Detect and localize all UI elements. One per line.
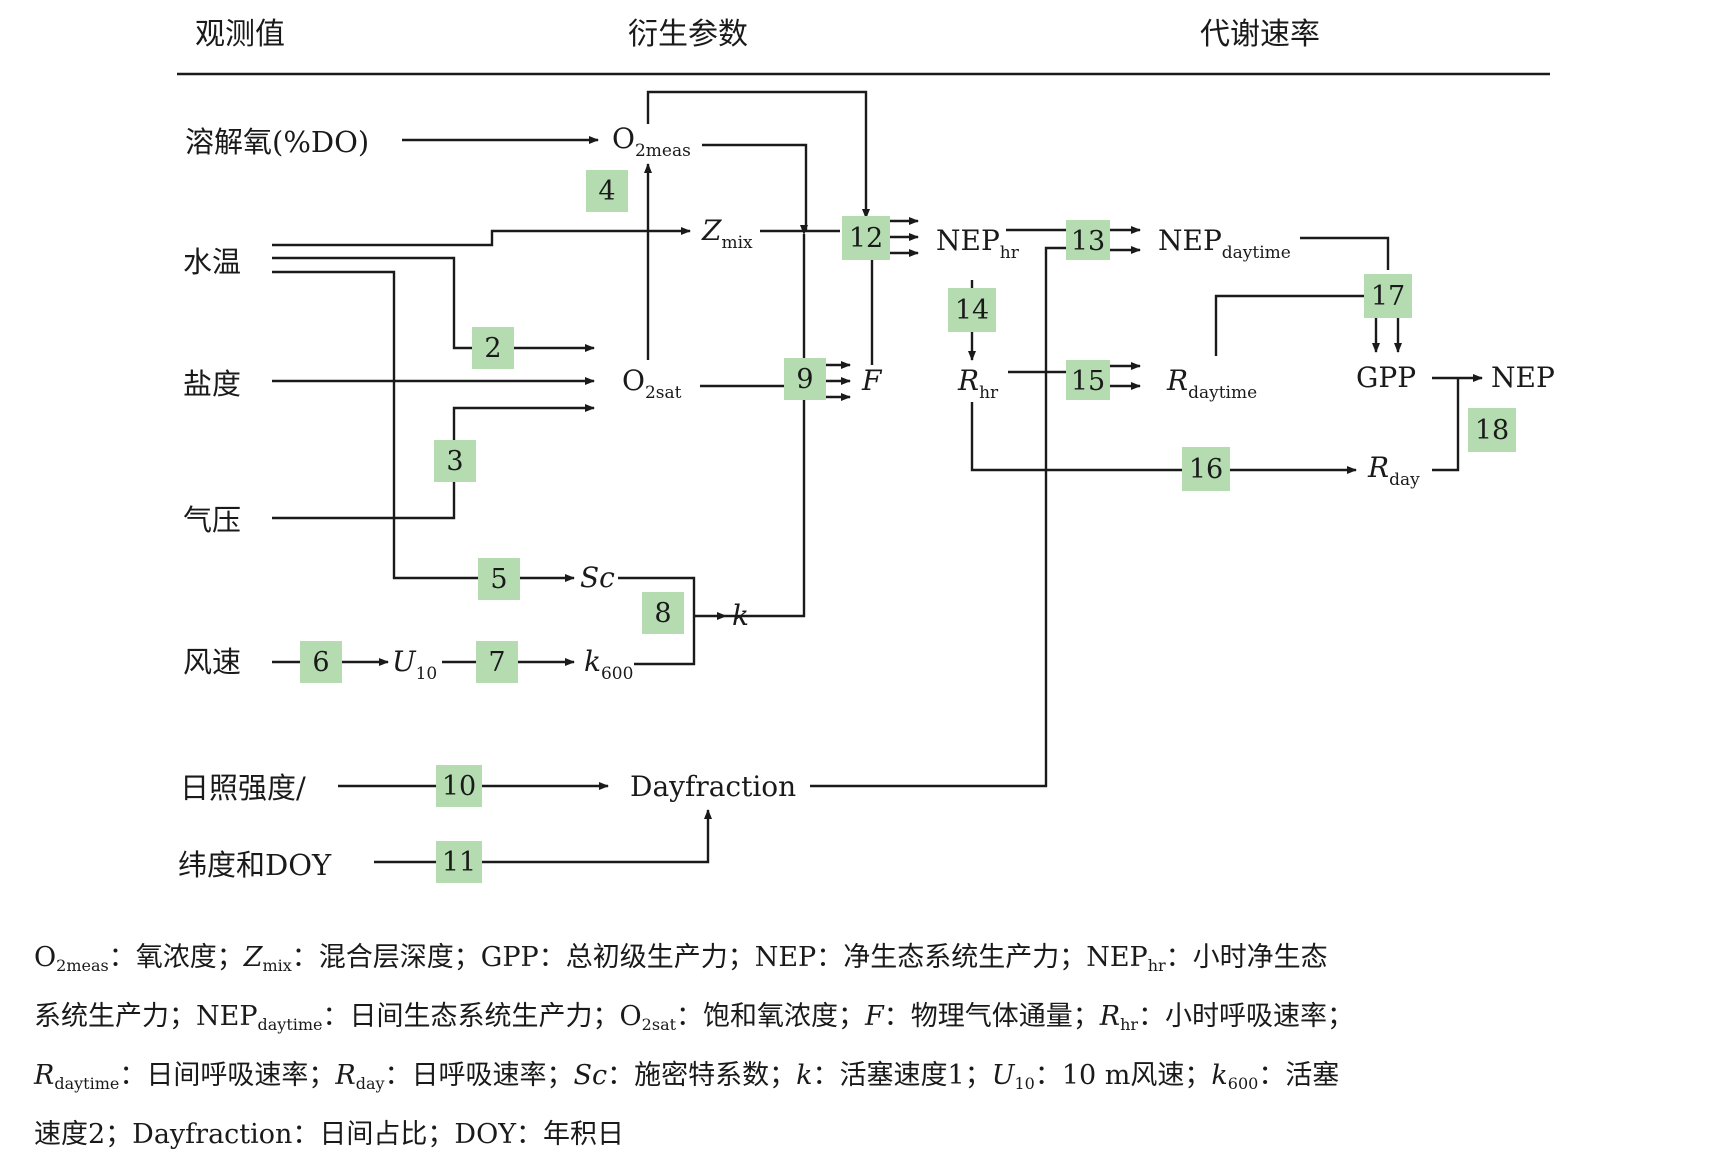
svg-text:4: 4 <box>598 176 615 207</box>
svg-text:17: 17 <box>1371 281 1405 312</box>
step-box-16: 16 <box>1182 447 1230 491</box>
step-box-8: 8 <box>642 592 684 634</box>
step-box-9: 9 <box>784 358 826 400</box>
var-gpp: GPP <box>1356 361 1416 394</box>
svg-text:13: 13 <box>1071 226 1105 257</box>
var-o2meas: O2meas <box>612 122 691 161</box>
var-k600: k600 <box>584 645 633 684</box>
step-box-14: 14 <box>948 288 996 332</box>
svg-text:10: 10 <box>442 771 476 802</box>
svg-text:14: 14 <box>955 295 989 326</box>
label-latitude-doy: 纬度和DOY <box>178 848 332 882</box>
step-box-15: 15 <box>1066 360 1110 400</box>
step-box-3: 3 <box>434 440 476 482</box>
label-salinity: 盐度 <box>183 367 241 401</box>
var-r-daytime: Rdaytime <box>1166 364 1257 403</box>
figure-caption: O2meas：氧浓度；Zmix：混合层深度；GPP：总初级生产力；NEP：净生态… <box>34 928 1686 1164</box>
label-dissolved-oxygen: 溶解氧(%DO) <box>185 125 369 159</box>
step-box-10: 10 <box>436 765 482 807</box>
svg-text:15: 15 <box>1071 366 1105 397</box>
step-box-18: 18 <box>1468 408 1516 452</box>
caption-line-3: Rdaytime：日间呼吸速率；Rday：日呼吸速率；Sc：施密特系数；k：活塞… <box>34 1060 1340 1093</box>
var-nep-daytime: NEPdaytime <box>1158 224 1291 263</box>
svg-text:12: 12 <box>849 223 883 254</box>
label-light-intensity: 日照强度/ <box>180 771 306 805</box>
connector-lines <box>272 90 1483 864</box>
header-observed: 观测值 <box>195 17 285 52</box>
metabolism-flow-diagram: 观测值 衍生参数 代谢速率 溶解氧(%DO) 水温 盐度 气压 风速 日照强度/… <box>177 17 1555 883</box>
svg-text:6: 6 <box>312 647 329 678</box>
caption-line-4: 速度2；Dayfraction：日间占比；DOY：年积日 <box>34 1119 625 1150</box>
step-box-5: 5 <box>478 558 520 600</box>
var-zmix: Zmix <box>701 214 753 253</box>
var-r-hr: Rhr <box>957 364 999 403</box>
caption-line-1: O2meas：氧浓度；Zmix：混合层深度；GPP：总初级生产力；NEP：净生态… <box>34 942 1328 975</box>
var-u10: U10 <box>392 645 437 684</box>
svg-text:9: 9 <box>796 364 813 395</box>
header-rates: 代谢速率 <box>1200 17 1320 52</box>
var-nep: NEP <box>1491 361 1555 394</box>
svg-text:18: 18 <box>1475 415 1509 446</box>
svg-text:5: 5 <box>490 564 507 595</box>
var-dayfraction: Dayfraction <box>630 770 796 803</box>
label-air-pressure: 气压 <box>183 503 241 537</box>
svg-text:16: 16 <box>1189 454 1223 485</box>
var-o2sat: O2sat <box>622 364 682 403</box>
step-box-17: 17 <box>1364 274 1412 318</box>
step-box-7: 7 <box>476 641 518 683</box>
step-box-6: 6 <box>300 641 342 683</box>
label-wind-speed: 风速 <box>183 645 241 679</box>
var-flux-f: F <box>861 364 883 397</box>
svg-text:2: 2 <box>484 333 501 364</box>
svg-text:7: 7 <box>488 647 505 678</box>
var-r-day: Rday <box>1367 451 1420 490</box>
step-box-11: 11 <box>436 841 482 883</box>
step-box-4: 4 <box>586 170 628 212</box>
label-water-temperature: 水温 <box>183 245 241 279</box>
svg-text:3: 3 <box>446 446 463 477</box>
svg-text:8: 8 <box>654 598 671 629</box>
svg-text:11: 11 <box>442 847 476 878</box>
step-box-2: 2 <box>472 327 514 369</box>
caption-line-2: 系统生产力；NEPdaytime：日间生态系统生产力；O2sat：饱和氧浓度；F… <box>34 1001 1355 1034</box>
var-nep-hr: NEPhr <box>936 224 1020 263</box>
var-schmidt: Sc <box>580 561 615 594</box>
step-box-13: 13 <box>1066 220 1110 260</box>
header-derived: 衍生参数 <box>628 17 748 52</box>
step-box-12: 12 <box>842 216 890 260</box>
